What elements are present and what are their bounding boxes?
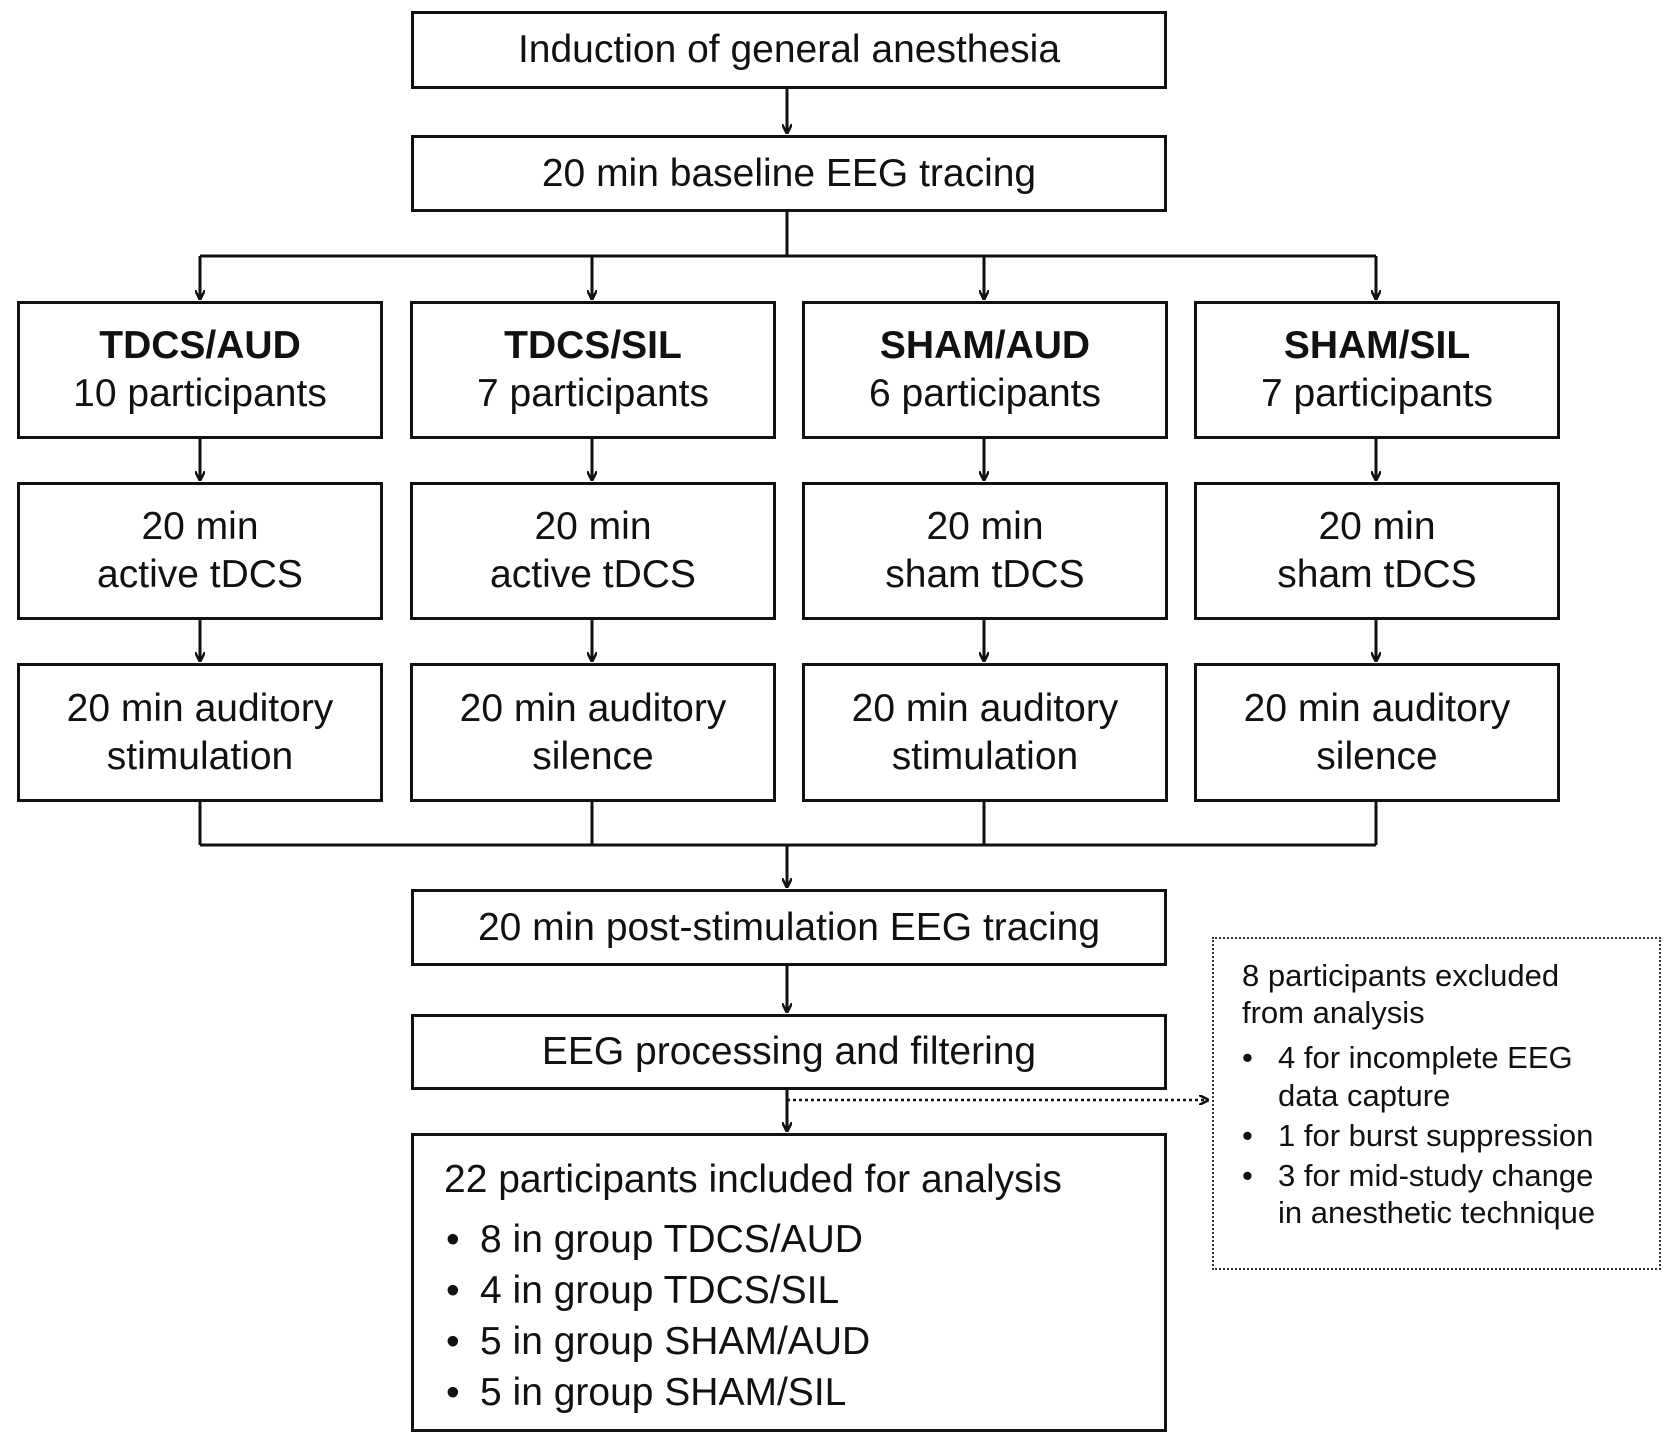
baseline-label: 20 min baseline EEG tracing bbox=[541, 151, 1037, 195]
auditory-condition: silence bbox=[1316, 734, 1438, 778]
induction-box: Induction of general anesthesia bbox=[411, 11, 1167, 89]
processing-label: EEG processing and filtering bbox=[541, 1030, 1037, 1074]
group-name: TDCS/AUD bbox=[99, 324, 301, 368]
auditory-box-4: 20 min auditory silence bbox=[1194, 663, 1560, 802]
list-item: 5 in group SHAM/AUD bbox=[446, 1318, 1164, 1366]
tdcs-type: sham tDCS bbox=[1277, 553, 1477, 596]
tdcs-box-2: 20 min active tDCS bbox=[410, 482, 776, 620]
group-box-sham-sil: SHAM/SIL 7 participants bbox=[1194, 301, 1560, 439]
list-item-line: data capture bbox=[1278, 1077, 1451, 1113]
list-item-line: 3 for mid-study change bbox=[1278, 1157, 1594, 1193]
tdcs-duration: 20 min bbox=[141, 505, 259, 549]
list-item-line: 4 for incomplete EEG bbox=[1278, 1040, 1573, 1076]
auditory-duration: 20 min auditory bbox=[1243, 686, 1511, 730]
tdcs-box-3: 20 min sham tDCS bbox=[802, 482, 1168, 620]
post-stimulation-box: 20 min post-stimulation EEG tracing bbox=[411, 889, 1167, 966]
list-item-line: in anesthetic technique bbox=[1278, 1195, 1596, 1231]
auditory-duration: 20 min auditory bbox=[851, 686, 1119, 730]
list-item: 8 in group TDCS/AUD bbox=[446, 1216, 1164, 1264]
group-participants: 7 participants bbox=[1261, 372, 1493, 415]
auditory-condition: stimulation bbox=[106, 734, 294, 778]
excluded-title-line-2: from analysis bbox=[1242, 995, 1425, 1031]
included-title: 22 participants included for analysis bbox=[444, 1158, 1062, 1201]
excluded-box: 8 participants excluded from analysis 4 … bbox=[1212, 937, 1661, 1270]
tdcs-type: active tDCS bbox=[97, 553, 303, 596]
auditory-box-2: 20 min auditory silence bbox=[410, 663, 776, 802]
post-stimulation-label: 20 min post-stimulation EEG tracing bbox=[477, 905, 1101, 949]
tdcs-type: sham tDCS bbox=[885, 553, 1085, 596]
group-participants: 6 participants bbox=[869, 372, 1101, 415]
auditory-condition: stimulation bbox=[891, 734, 1079, 778]
induction-label: Induction of general anesthesia bbox=[517, 28, 1061, 72]
tdcs-type: active tDCS bbox=[490, 553, 696, 596]
group-name: TDCS/SIL bbox=[504, 324, 682, 368]
excluded-list: 4 for incomplete EEG data capture 1 for … bbox=[1242, 1039, 1645, 1231]
baseline-box: 20 min baseline EEG tracing bbox=[411, 135, 1167, 212]
tdcs-duration: 20 min bbox=[1318, 505, 1436, 549]
included-list: 8 in group TDCS/AUD 4 in group TDCS/SIL … bbox=[444, 1216, 1164, 1417]
excluded-title-line-1: 8 participants excluded bbox=[1242, 958, 1560, 993]
list-item: 1 for burst suppression bbox=[1242, 1117, 1645, 1154]
list-item: 5 in group SHAM/SIL bbox=[446, 1369, 1164, 1417]
auditory-condition: silence bbox=[532, 734, 654, 778]
processing-box: EEG processing and filtering bbox=[411, 1014, 1167, 1090]
group-name: SHAM/AUD bbox=[879, 324, 1091, 368]
list-item: 4 for incomplete EEG data capture bbox=[1242, 1039, 1645, 1113]
group-participants: 10 participants bbox=[73, 372, 327, 415]
group-box-sham-aud: SHAM/AUD 6 participants bbox=[802, 301, 1168, 439]
tdcs-box-1: 20 min active tDCS bbox=[17, 482, 383, 620]
list-item: 4 in group TDCS/SIL bbox=[446, 1267, 1164, 1315]
list-item: 3 for mid-study change in anesthetic tec… bbox=[1242, 1157, 1645, 1231]
tdcs-duration: 20 min bbox=[926, 505, 1044, 549]
auditory-box-1: 20 min auditory stimulation bbox=[17, 663, 383, 802]
group-name: SHAM/SIL bbox=[1283, 324, 1471, 368]
tdcs-box-4: 20 min sham tDCS bbox=[1194, 482, 1560, 620]
tdcs-duration: 20 min bbox=[534, 505, 652, 549]
included-box: 22 participants included for analysis 8 … bbox=[411, 1133, 1167, 1432]
auditory-box-3: 20 min auditory stimulation bbox=[802, 663, 1168, 802]
group-box-tdcs-aud: TDCS/AUD 10 participants bbox=[17, 301, 383, 439]
auditory-duration: 20 min auditory bbox=[66, 686, 334, 730]
list-item-line: 1 for burst suppression bbox=[1278, 1117, 1594, 1153]
group-participants: 7 participants bbox=[477, 372, 709, 415]
group-box-tdcs-sil: TDCS/SIL 7 participants bbox=[410, 301, 776, 439]
auditory-duration: 20 min auditory bbox=[459, 686, 727, 730]
